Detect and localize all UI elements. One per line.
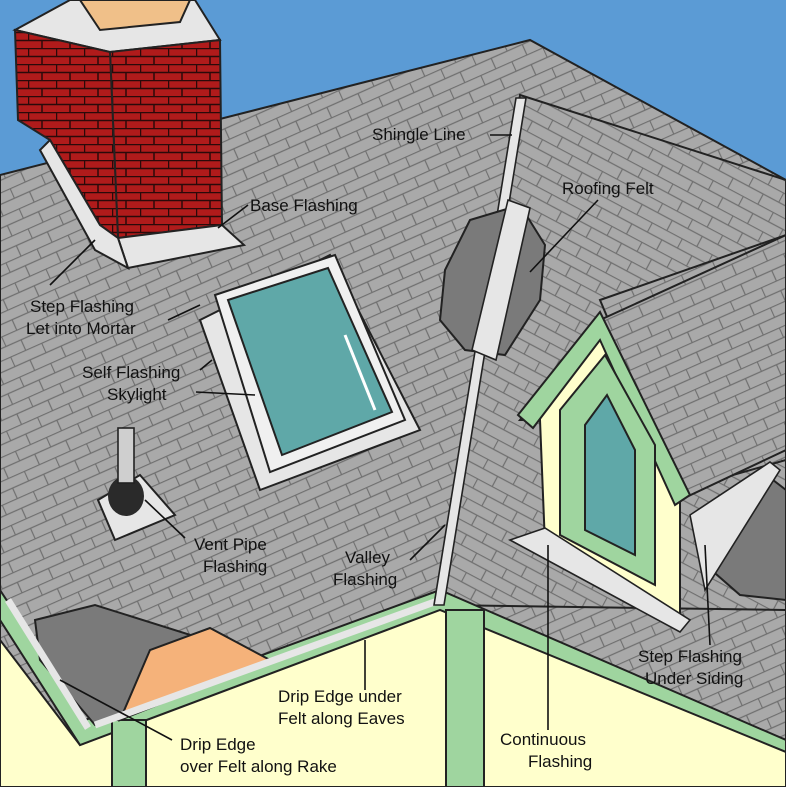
label-base-flashing: Base Flashing [250, 196, 358, 215]
vent-boot [108, 476, 144, 516]
label-roofing-felt: Roofing Felt [562, 179, 654, 198]
label-self-flashing-2: Skylight [107, 385, 167, 404]
label-valley-1: Valley [345, 548, 391, 567]
label-self-flashing-1: Self Flashing [82, 363, 180, 382]
shingle-line-strip [471, 198, 531, 362]
leader-valley [409, 524, 446, 561]
leader-roofing-felt [529, 199, 599, 273]
dormer-gable-trim [516, 310, 692, 507]
label-drip-eaves-1: Drip Edge under [278, 687, 402, 706]
dormer-window-glass [584, 393, 636, 557]
leader-skylight-a [199, 359, 213, 371]
label-drip-rake-1: Drip Edge [180, 735, 256, 754]
corner-post-center [445, 609, 485, 787]
leader-step-mortar-b [167, 304, 201, 321]
leader-step-mortar-a [49, 239, 96, 286]
leader-drip-rake [59, 679, 173, 741]
label-step-flashing-mortar-2: Let into Mortar [26, 319, 136, 338]
drip-edge-eave [93, 596, 442, 729]
label-continuous-1: Continuous [500, 730, 586, 749]
label-vent-pipe-1: Vent Pipe [194, 535, 267, 554]
label-step-flashing-mortar-1: Step Flashing [30, 297, 134, 316]
label-drip-eaves-2: Felt along Eaves [278, 709, 405, 728]
label-drip-rake-2: over Felt along Rake [180, 757, 337, 776]
skylight-glass [226, 266, 394, 457]
chimney-front [108, 38, 224, 240]
chimney-crown [78, 0, 192, 32]
label-valley-2: Flashing [333, 570, 397, 589]
label-continuous-2: Flashing [528, 752, 592, 771]
vent-pipe [117, 427, 135, 484]
label-step-siding-1: Step Flashing [638, 647, 742, 666]
chimney-step-flashing [38, 138, 130, 271]
leader-step-siding [704, 544, 711, 646]
label-shingle-line: Shingle Line [372, 125, 466, 144]
continuous-flashing-strip [508, 527, 692, 634]
label-vent-pipe-2: Flashing [203, 557, 267, 576]
leader-skylight-b [195, 391, 256, 396]
drip-edge-rake [5, 598, 91, 730]
leader-vent-pipe [144, 499, 186, 539]
label-step-siding-2: Under Siding [645, 669, 743, 688]
skylight-glare [343, 334, 377, 411]
dormer-step-flashing [689, 461, 782, 593]
leader-base-flashing [217, 204, 249, 229]
corner-post-left [111, 719, 147, 787]
